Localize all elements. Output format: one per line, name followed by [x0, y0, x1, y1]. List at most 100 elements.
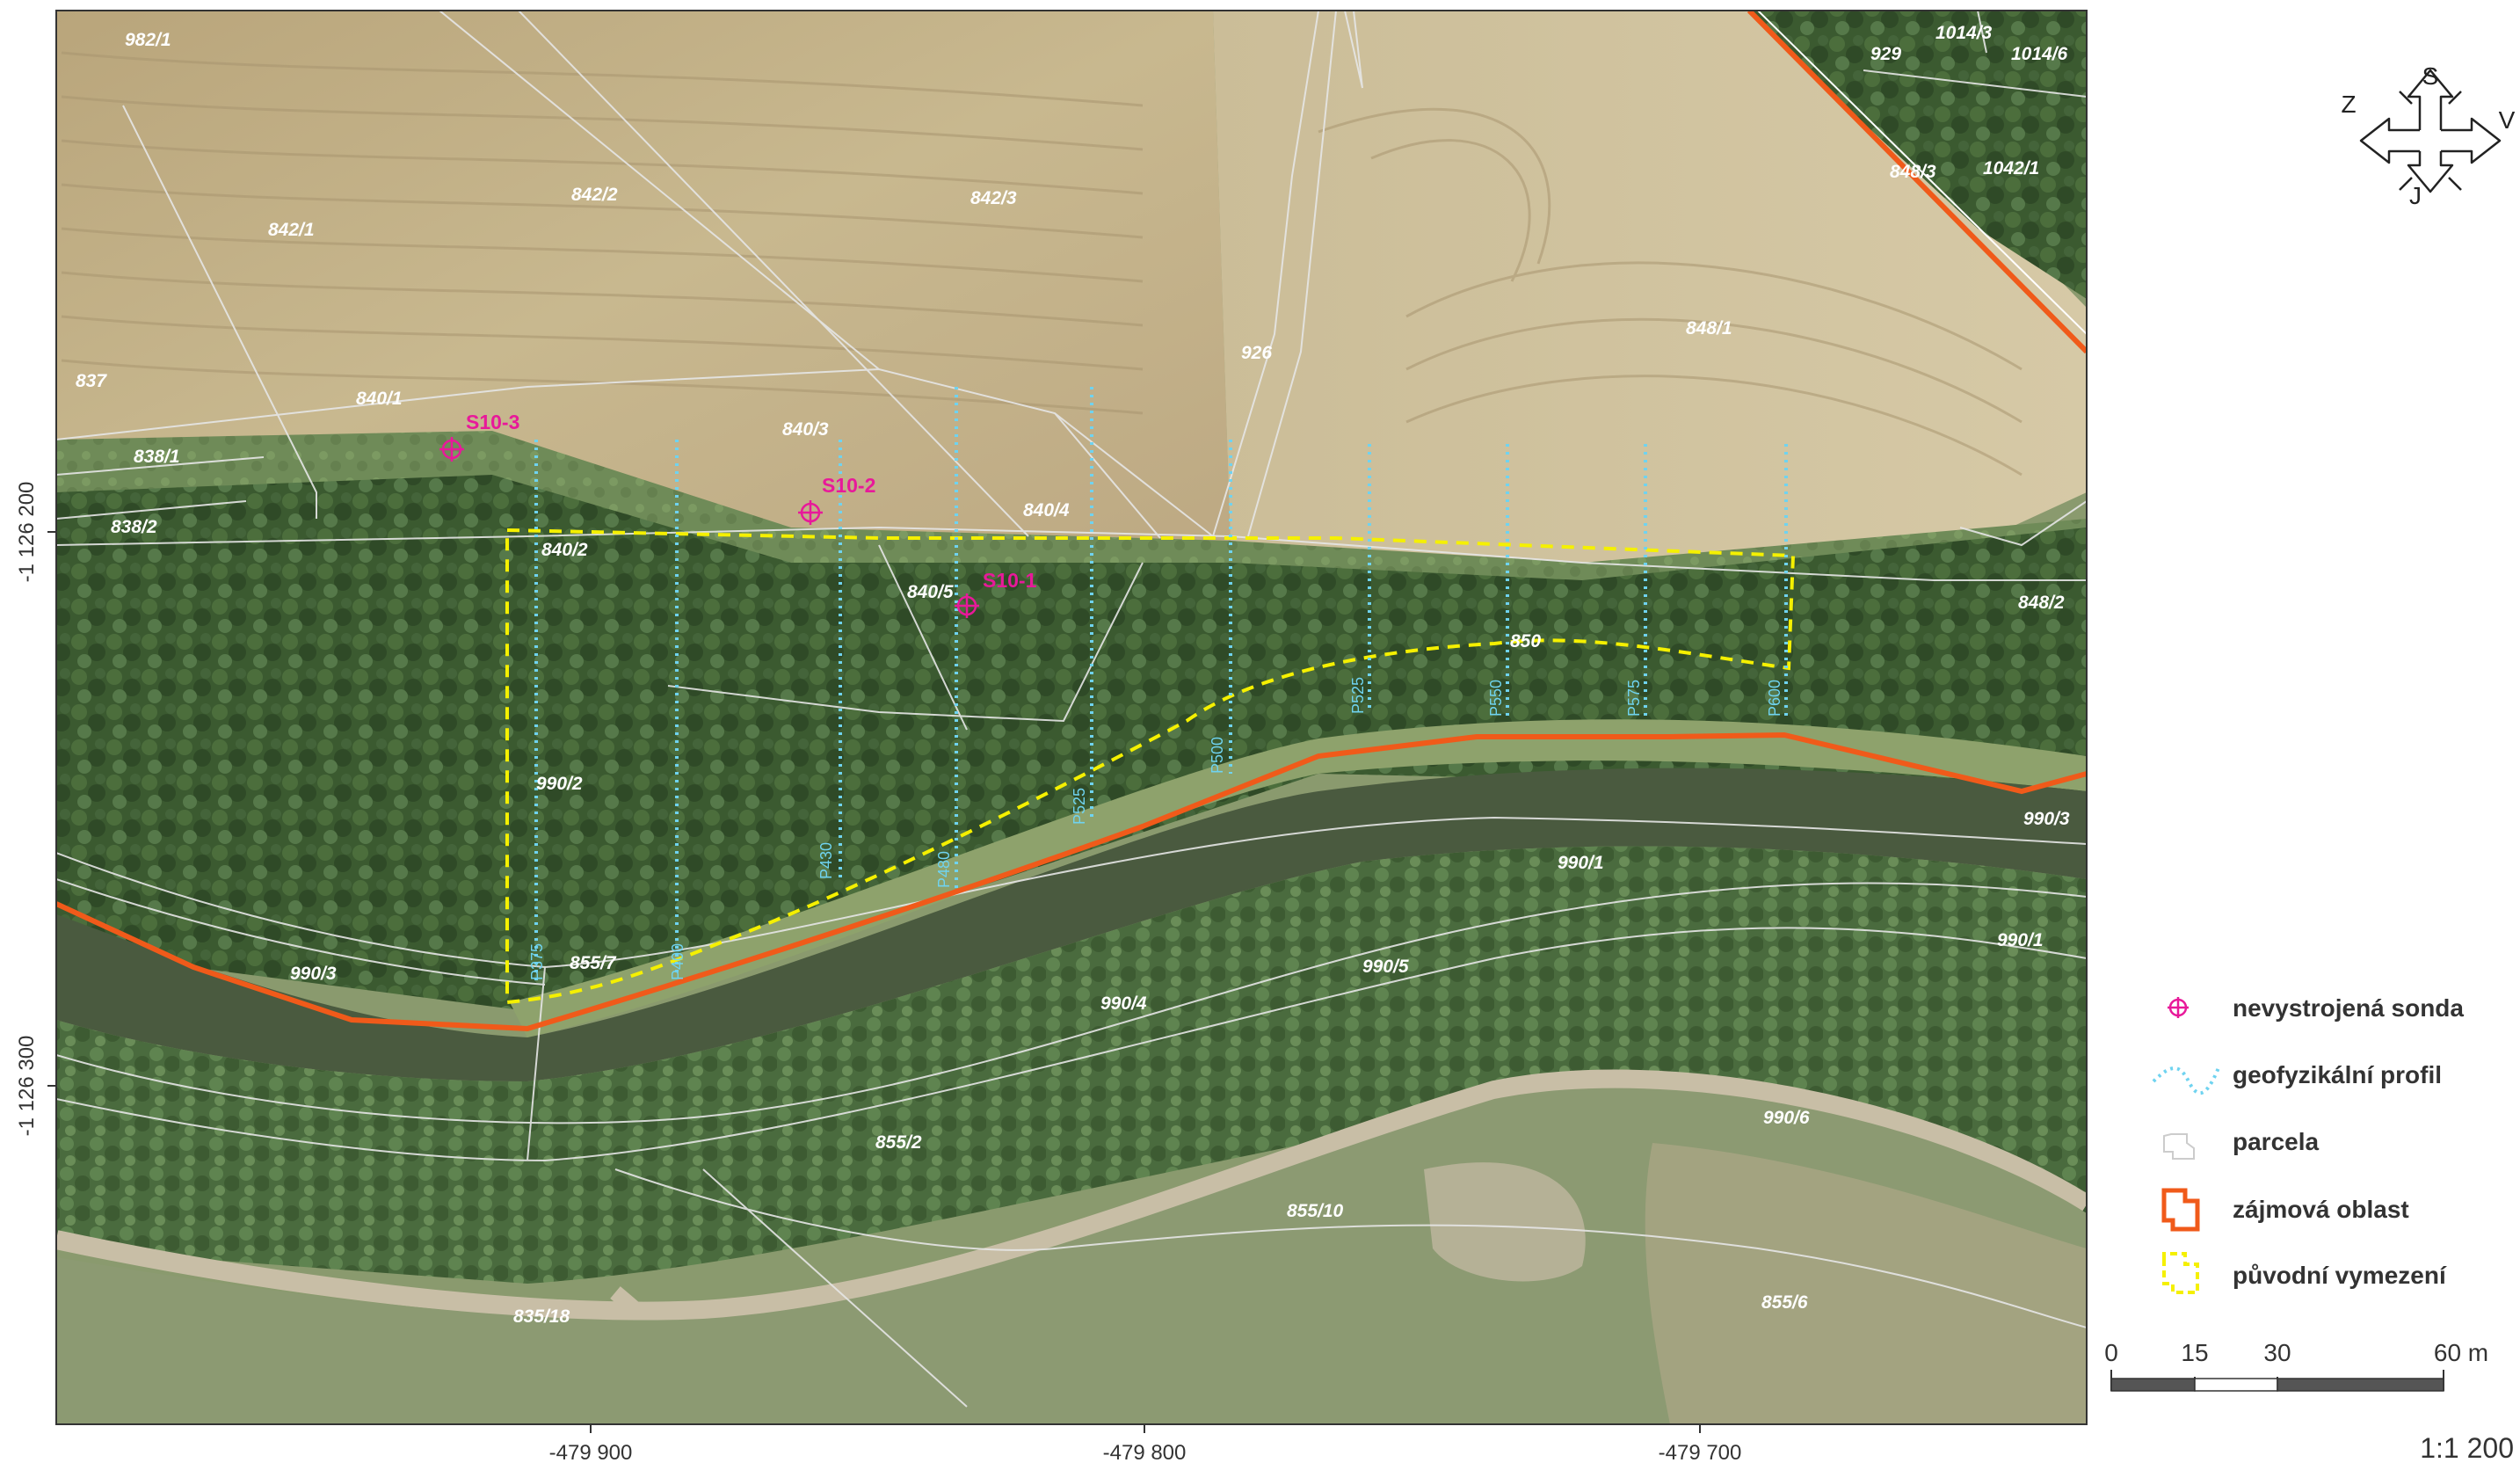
- parcel-label: 855/10: [1287, 1201, 1344, 1221]
- profile-label: P575: [1625, 680, 1643, 717]
- map-frame: [55, 10, 2088, 1425]
- field-right: [1213, 11, 2087, 563]
- profile-icon: [2152, 1065, 2221, 1095]
- parcel-label: 1014/6: [2011, 44, 2068, 64]
- original-boundary-icon: [2162, 1252, 2199, 1294]
- coordinate-ticks: [47, 531, 1701, 1433]
- profile-label: P525: [1349, 677, 1367, 714]
- parcel-label: 848/3: [1890, 162, 1936, 182]
- coord-left-1: -1 126 200: [15, 482, 39, 583]
- parcel-label: 837: [76, 371, 107, 391]
- parcel-label: 990/2: [536, 774, 583, 794]
- parcel-label: 848/2: [2018, 593, 2065, 613]
- parcel-label: 926: [1241, 343, 1272, 363]
- original-boundary-line: [505, 528, 1796, 1005]
- parcel-label: 840/3: [782, 419, 829, 440]
- parcel-label: 848/1: [1686, 318, 1732, 338]
- probe-label-s10-1: S10-1: [983, 569, 1037, 592]
- coord-bottom-3: -479 700: [1659, 1441, 1742, 1465]
- parcel-icon: [2163, 1133, 2195, 1160]
- forest-lower: [56, 846, 2087, 1284]
- parcel-label: 835/18: [513, 1306, 570, 1327]
- scale-ratio: 1:1 200: [2420, 1432, 2514, 1464]
- meadow-bottom-right: [1645, 1143, 2087, 1424]
- parcel-label: 990/5: [1362, 957, 1409, 977]
- interest-area-line-top: [1747, 11, 2087, 354]
- west-label: Z: [2341, 91, 2356, 118]
- profile-label: P600: [1766, 680, 1783, 717]
- probe-label-s10-3: S10-3: [466, 411, 519, 433]
- legend: nevystrojená sonda geofyzikální profil p…: [2152, 994, 2464, 1294]
- field-furrows: [61, 51, 2023, 477]
- scale-tick-60: 60 m: [2434, 1339, 2488, 1366]
- parcel-label: 990/1: [1997, 930, 2044, 950]
- parcel-label: 1042/1: [1983, 158, 2039, 178]
- probe-marker: [798, 500, 823, 525]
- parcel-label: 982/1: [125, 30, 171, 50]
- probe-icon: [2168, 997, 2189, 1018]
- parcel-label: 990/3: [2023, 809, 2070, 829]
- map-imagery: [56, 11, 2087, 1424]
- dirt-road: [56, 1069, 2087, 1321]
- legend-label-parcel: parcela: [2233, 1128, 2319, 1155]
- scale-segment-3: [2277, 1378, 2444, 1392]
- legend-label-probe: nevystrojená sonda: [2233, 994, 2464, 1022]
- parcel-label: 840/2: [541, 540, 588, 560]
- parcel-label: 929: [1870, 44, 1901, 64]
- scale-tick-0: 0: [2104, 1339, 2118, 1366]
- scale-bar: 0 15 30 60 m 1:1 200: [2104, 1339, 2514, 1464]
- meadow-bottom: [56, 1088, 2087, 1424]
- parcel-label: 842/2: [571, 185, 618, 205]
- south-label: J: [2409, 182, 2422, 209]
- profile-labels: P375 P400 P430 P480 P525 P500 P525 P550 …: [528, 677, 1783, 980]
- parcel-label: 990/1: [1558, 853, 1604, 873]
- coord-bottom-1: -479 900: [549, 1441, 633, 1465]
- parcel-label: 850: [1510, 631, 1541, 651]
- north-arrow-icon: [2359, 69, 2502, 193]
- profile-label: P525: [1071, 788, 1088, 825]
- profile-label: P375: [528, 943, 546, 980]
- forest-top-right: [1749, 11, 2087, 299]
- parcel-label: 990/4: [1100, 993, 1147, 1014]
- parcel-label: 855/7: [570, 953, 617, 973]
- legend-label-profile: geofyzikální profil: [2233, 1061, 2442, 1088]
- profile-label: P480: [935, 851, 953, 888]
- profile-label: P400: [669, 943, 686, 980]
- parcel-label: 840/4: [1023, 500, 1070, 520]
- probe-marker: [955, 593, 979, 618]
- interest-area-line-bottom: [56, 731, 2087, 1032]
- parcel-lines: [56, 11, 2087, 1408]
- parcel-label: 855/6: [1761, 1292, 1808, 1313]
- clearing: [1424, 1162, 1586, 1282]
- river: [56, 768, 2087, 1081]
- parcel-label: 840/1: [356, 389, 403, 409]
- interest-area-icon: [2161, 1188, 2200, 1232]
- profile-label: P430: [817, 842, 835, 879]
- scale-tick-15: 15: [2181, 1339, 2208, 1366]
- parcel-label: 838/2: [111, 517, 157, 537]
- geophysical-profiles: [534, 387, 1788, 985]
- north-arrow: S J Z V: [2341, 62, 2515, 209]
- coord-bottom-2: -479 800: [1103, 1441, 1187, 1465]
- legend-label-interest-area: zájmová oblast: [2233, 1196, 2409, 1223]
- forest-main: [56, 475, 2087, 1011]
- parcel-label: 855/2: [875, 1132, 922, 1153]
- meadow-lane: [510, 719, 2087, 1037]
- scale-tick-30: 30: [2263, 1339, 2291, 1366]
- parcel-label: 990/6: [1763, 1108, 1810, 1128]
- probe-marker: [439, 437, 464, 462]
- profile-label: P550: [1487, 680, 1505, 717]
- probe-label-s10-2: S10-2: [822, 474, 875, 497]
- parcel-label: 990/3: [290, 964, 337, 984]
- interest-area-line-top-2: [1757, 11, 2087, 335]
- parcel-label: 838/1: [134, 447, 180, 467]
- scale-segment-1: [2110, 1378, 2196, 1392]
- parcel-label: 842/3: [970, 188, 1017, 208]
- parcel-label: 842/1: [268, 220, 315, 240]
- field-left: [56, 11, 1231, 545]
- parcel-label: 1014/3: [1935, 23, 1993, 43]
- legend-label-original-boundary: původní vymezení: [2233, 1262, 2447, 1289]
- probes: S10-3 S10-2 S10-1: [439, 411, 1037, 618]
- coord-left-2: -1 126 300: [15, 1036, 39, 1137]
